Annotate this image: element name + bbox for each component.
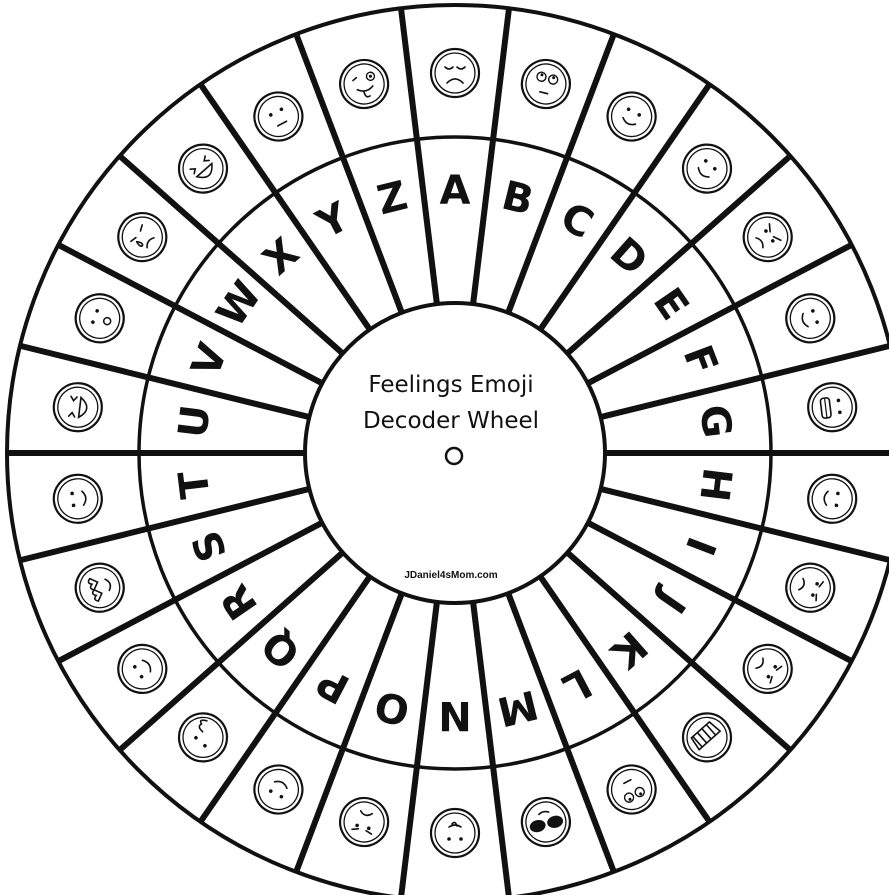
letter-n: N (438, 692, 471, 738)
letter-h: H (690, 465, 740, 504)
spoke-line (400, 602, 436, 895)
letter-f: F (674, 339, 727, 381)
smirk-emoji-icon (246, 757, 311, 822)
heart-eyes-emoji-icon (69, 557, 131, 619)
crying-emoji-icon (431, 49, 479, 97)
letter-j: J (647, 580, 695, 621)
spoke-line (475, 602, 511, 895)
spoke-line (472, 8, 508, 304)
letter-l: L (555, 659, 599, 712)
spoke-line (402, 8, 438, 304)
letter-z: Z (373, 173, 412, 225)
letter-g: G (690, 402, 740, 440)
letter-y: Y (309, 193, 358, 248)
spoke-line (472, 602, 508, 895)
letter-i: I (676, 531, 724, 561)
letter-o: O (370, 681, 414, 734)
worried-emoji-icon (779, 557, 841, 619)
eye-roll-emoji-icon (517, 55, 575, 113)
spoke-line (475, 8, 511, 304)
letter-u: U (170, 403, 220, 441)
angry-emoji-icon (734, 204, 801, 271)
spoke-line (402, 602, 438, 895)
neutral-emoji-icon (246, 84, 311, 149)
thinking-emoji-icon (51, 472, 104, 525)
inner-ring (305, 303, 605, 603)
sunglasses-emoji-icon (517, 793, 575, 851)
letter-c: C (553, 194, 600, 248)
letter-t: T (170, 468, 219, 501)
big-grin-emoji-icon (51, 380, 104, 433)
credit-text: JDaniel4sMom.com (404, 570, 497, 581)
letter-d: D (601, 229, 656, 285)
sad-emoji-icon (734, 636, 801, 703)
kiss-emoji-icon (169, 704, 237, 772)
spoke-line (400, 8, 436, 304)
sideways-smile-emoji-icon (805, 472, 858, 525)
letter-x: X (255, 229, 309, 284)
laughing-emoji-icon (169, 135, 237, 203)
letter-p: P (310, 658, 357, 712)
tear-emoji-icon (109, 204, 176, 271)
shocked-emoji-icon (69, 287, 131, 349)
crazy-tongue-emoji-icon (335, 55, 393, 113)
frown-emoji-icon (335, 793, 393, 851)
letter-b: B (497, 173, 538, 225)
wink-emoji-icon (109, 636, 176, 703)
grimace-emoji-icon (805, 380, 858, 433)
grinning-emoji-icon (779, 287, 841, 349)
letter-s: S (183, 524, 236, 567)
letter-e: E (644, 280, 697, 329)
letter-m: M (493, 680, 543, 734)
title-line-1: Feelings Emoji (368, 372, 533, 398)
letter-r: R (212, 576, 267, 627)
title-line-2: Decoder Wheel (363, 408, 539, 434)
cold-emoji-icon (673, 704, 741, 772)
tongue-out-emoji-icon (431, 809, 479, 857)
letter-a: A (440, 168, 471, 214)
letter-v: V (183, 337, 237, 382)
surprised-emoji-icon (599, 757, 664, 822)
smirk-emoji-icon (599, 84, 664, 149)
letter-q: Q (253, 621, 309, 678)
sleepy-emoji-icon (673, 135, 741, 203)
letter-k: K (600, 622, 655, 678)
